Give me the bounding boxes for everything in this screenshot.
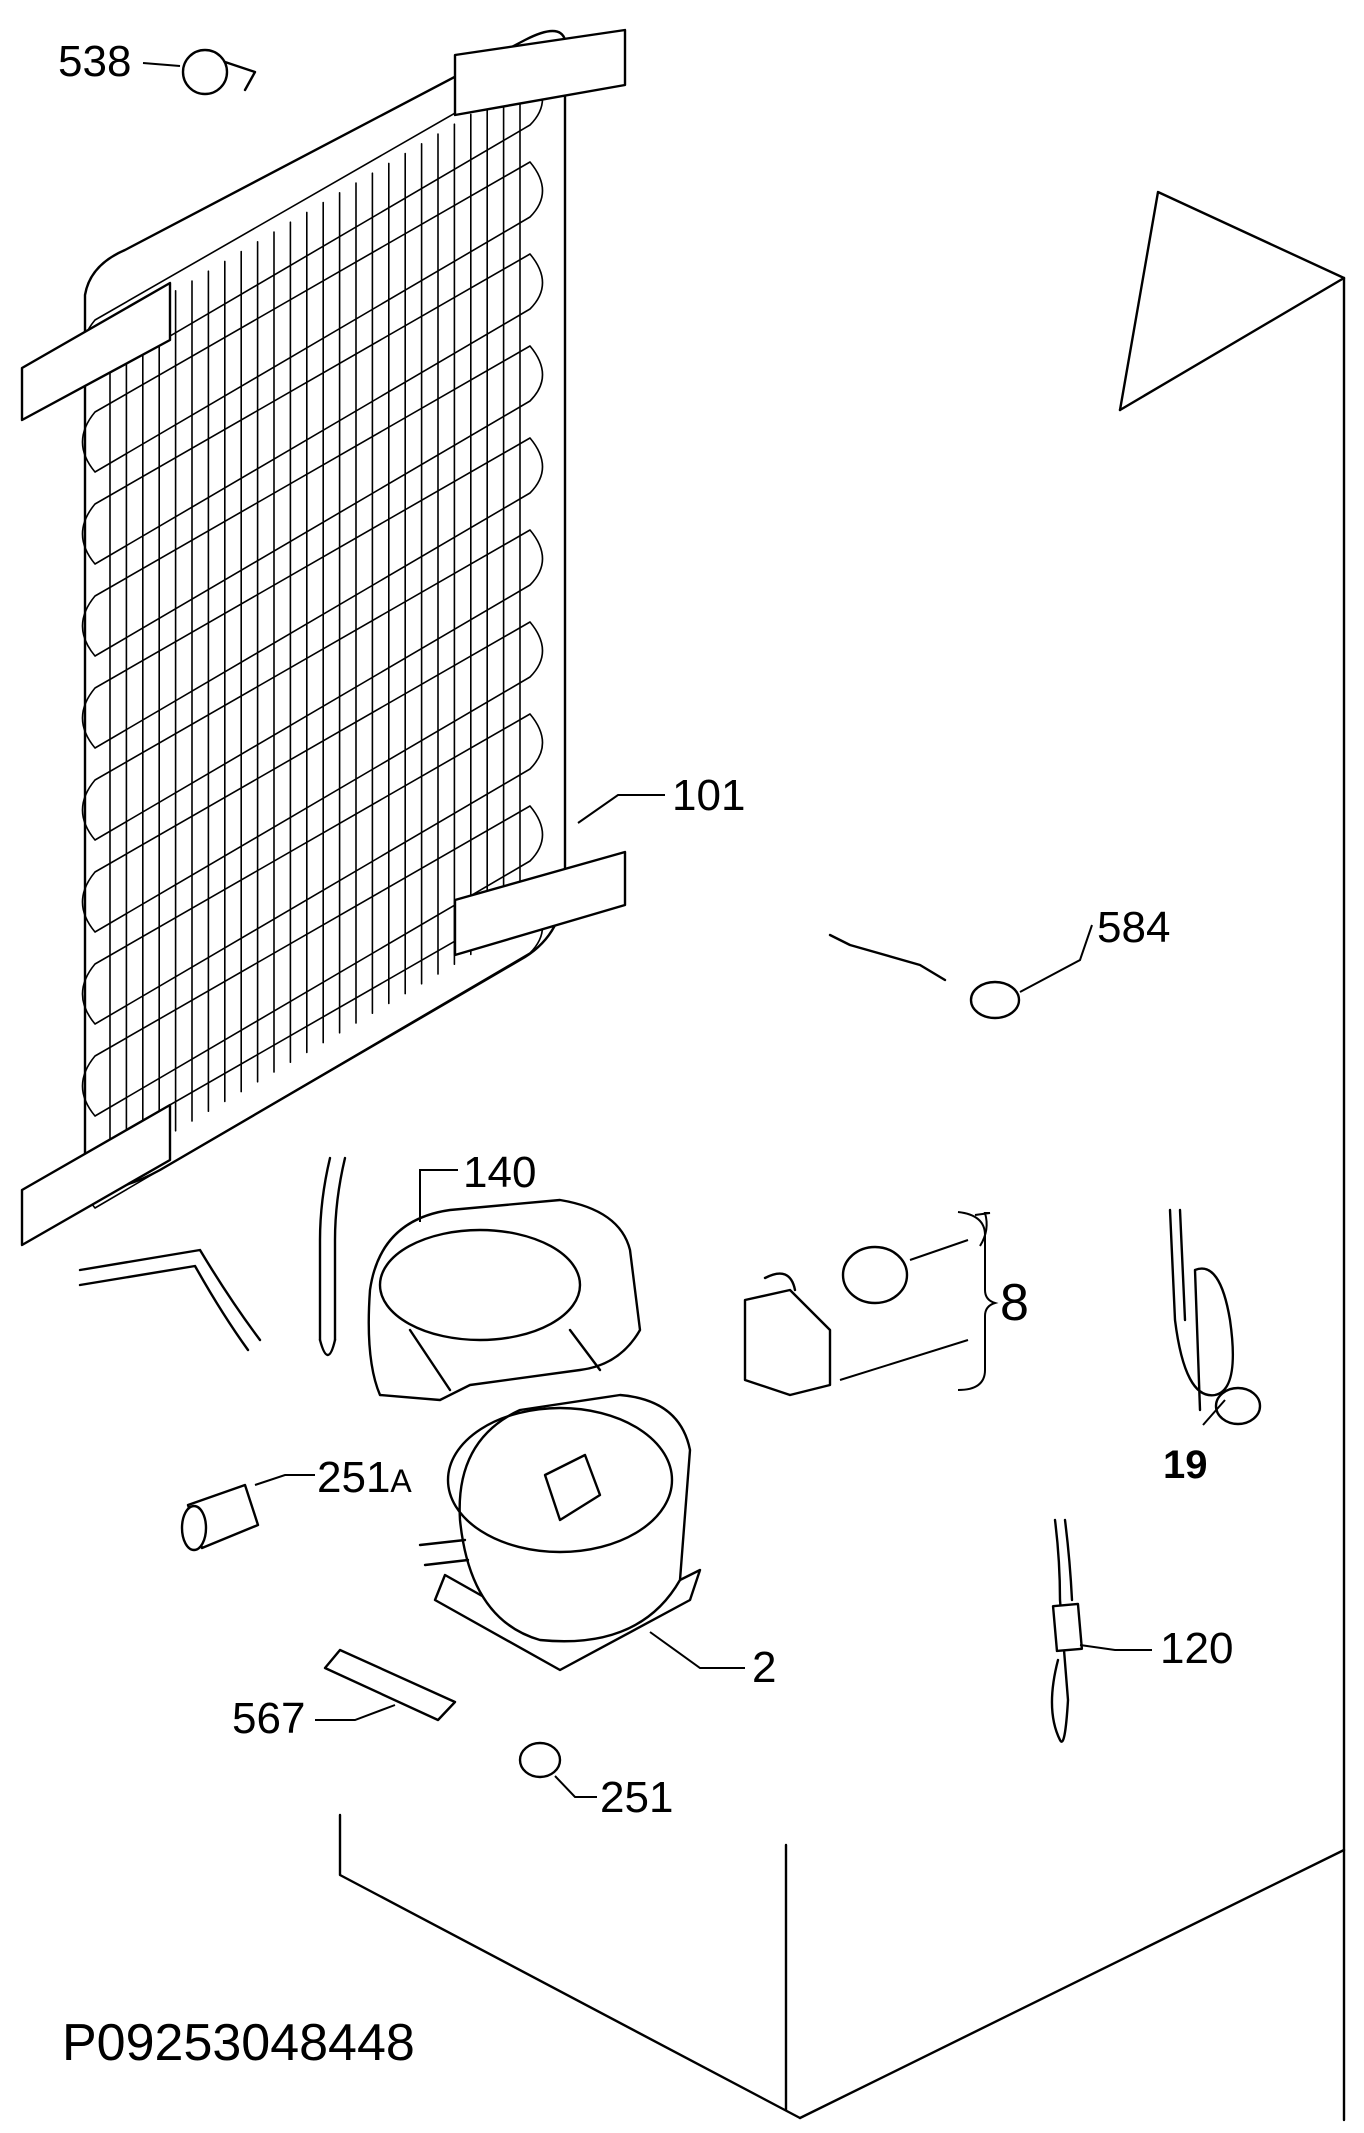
callout-584: 584 <box>1097 903 1170 952</box>
condenser-tube-loop <box>81 621 544 933</box>
callout-19: 19 <box>1163 1443 1208 1487</box>
condenser-tube-loop <box>81 437 544 749</box>
callout-2: 2 <box>752 1643 776 1692</box>
thermal-protector <box>828 933 1021 1020</box>
callout-140: 140 <box>463 1148 536 1197</box>
condenser-tube-loop <box>81 713 544 1025</box>
mounting-plate-567 <box>323 1648 457 1722</box>
compressor <box>418 1393 702 1672</box>
cabinet-outline <box>338 190 1346 2122</box>
callout-251a: 251A <box>317 1453 412 1502</box>
condenser-tube-loop <box>81 805 544 1117</box>
callout-8: 8 <box>1000 1274 1029 1332</box>
callout-251a-number: 251 <box>317 1453 390 1502</box>
relay-starter <box>743 1245 909 1397</box>
clip-538 <box>181 48 257 96</box>
condenser <box>81 69 544 1209</box>
callout-538: 538 <box>58 37 131 86</box>
condenser-frame <box>20 28 627 1357</box>
grommet-251 <box>518 1741 562 1779</box>
power-cord <box>1168 1208 1262 1426</box>
drawing-code: P09253048448 <box>62 2014 415 2072</box>
wire-connector <box>1050 1518 1084 1743</box>
callout-labels: 538 101 584 140 8 19 251A 2 120 567 251 … <box>58 37 1233 2072</box>
condenser-tube-loop <box>81 529 544 841</box>
callout-567: 567 <box>232 1694 305 1743</box>
callout-251a-suffix: A <box>390 1463 412 1499</box>
drip-tray <box>367 1198 642 1402</box>
callout-120: 120 <box>1160 1624 1233 1673</box>
condenser-tube-loop <box>81 345 544 657</box>
callout-101: 101 <box>672 771 745 820</box>
grommet-251a <box>180 1483 260 1552</box>
callout-251: 251 <box>600 1773 673 1822</box>
leader-lines <box>142 62 1226 1798</box>
